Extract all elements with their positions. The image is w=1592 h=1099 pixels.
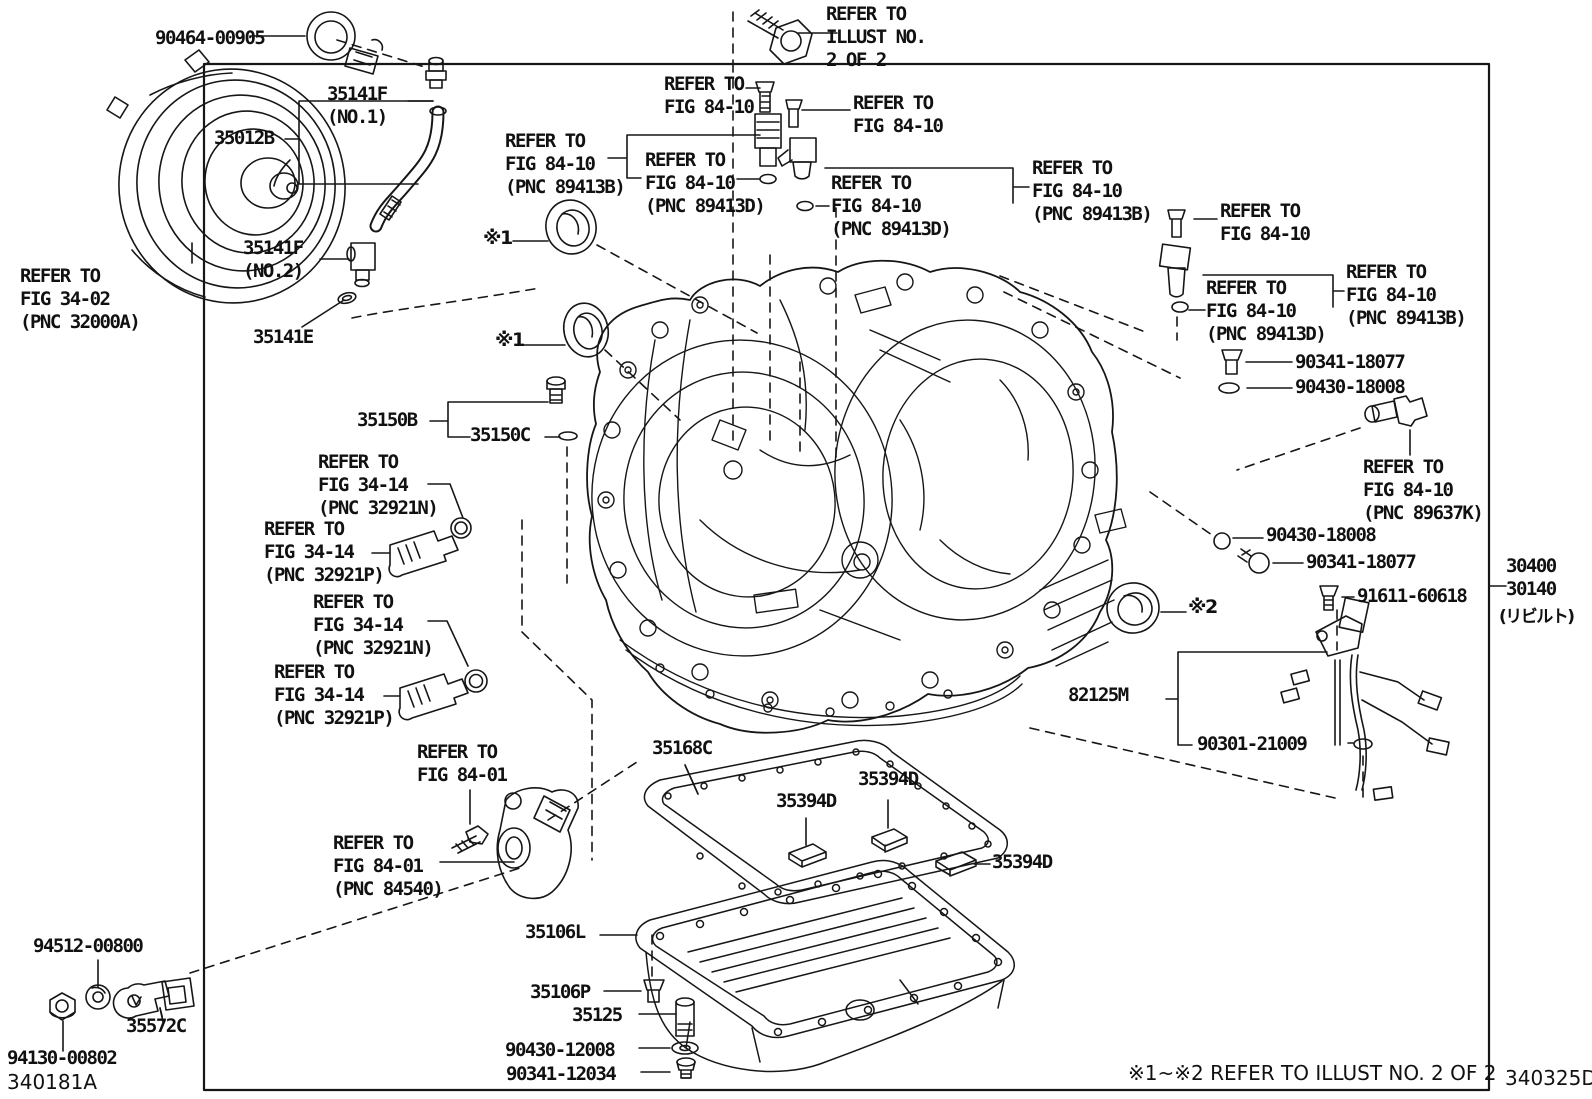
top-bolt-drawing [747,9,838,65]
o-ring-35141E [337,291,357,305]
o-ring-right [1171,301,1189,313]
drain-plug-35150-drawing [429,376,578,441]
oil-pan-drawing [599,859,1015,1073]
right-hardware-drawing [1213,349,1507,611]
bottom-left-hardware-drawing [49,959,195,1052]
o-ring-top-1 [759,173,777,185]
right-sensors-drawing [1158,209,1345,313]
oil-seals-drawing [512,199,1187,634]
union-fittings-drawing [371,483,488,721]
transaxle-case-drawing [586,259,1127,734]
hose-clamp-drawing [249,11,384,75]
diagram-frame [202,62,1491,1092]
torque-converter-drawing [106,49,346,304]
magnets-drawing [788,799,991,877]
o-ring-top-2 [796,200,814,212]
pan-hardware-drawing [643,979,699,1079]
bracket-84540-drawing [439,787,579,900]
pan-gasket-drawing [643,739,1008,905]
top-sensors-drawing [607,81,1030,212]
ball-90430-18008 [1213,532,1231,550]
solid-leader-lines [407,100,699,795]
oil-hose-drawing [337,56,447,305]
o-ring-90301-21009 [1353,738,1373,750]
harness-drawing [1165,597,1450,801]
dashed-leader-lines [159,11,1364,1021]
